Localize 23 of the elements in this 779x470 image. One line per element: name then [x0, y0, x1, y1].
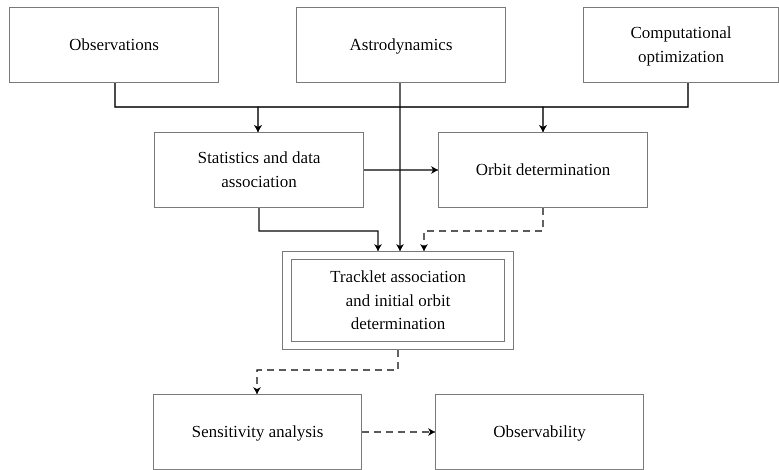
box-label: Computational optimization: [629, 22, 733, 68]
process-box: [438, 132, 648, 208]
box-label: Astrodynamics: [350, 34, 452, 56]
process-box: [282, 251, 514, 350]
process-box: [154, 132, 364, 208]
box-label: Observations: [69, 34, 159, 56]
arrow: [364, 166, 438, 174]
box-label: Sensitivity analysis: [192, 421, 324, 444]
arrow: [396, 83, 404, 251]
dashed-arrow: [253, 350, 399, 394]
arrow: [539, 83, 689, 132]
dashed-arrow: [420, 208, 544, 251]
process-box: [153, 394, 362, 470]
box-label: Orbit determination: [476, 159, 610, 182]
process-box: [435, 394, 644, 470]
box-label: Observability: [493, 421, 586, 444]
dashed-arrow: [362, 428, 435, 436]
process-box: [9, 7, 219, 83]
process-box: [583, 7, 779, 83]
box-label: Statistics and data association: [196, 147, 322, 193]
box-label: Tracklet association and initial orbit determination: [329, 266, 467, 336]
process-box: [296, 7, 506, 83]
arrow: [258, 208, 382, 251]
